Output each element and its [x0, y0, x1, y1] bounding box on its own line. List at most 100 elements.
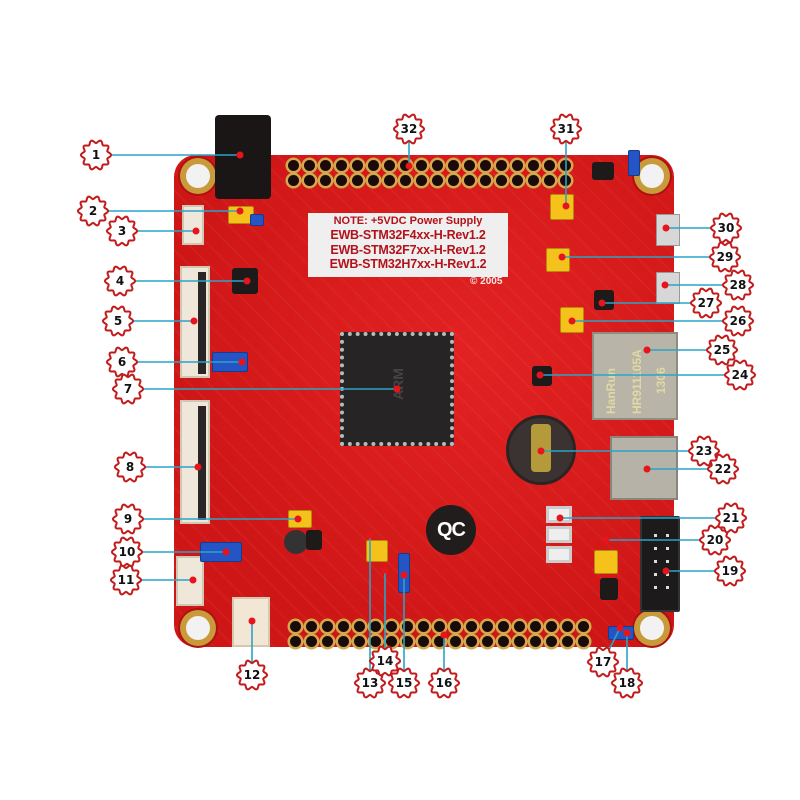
callout-badge-20[interactable]: 20 [698, 523, 732, 557]
callout-number: 4 [115, 274, 125, 288]
callout-badge-23[interactable]: 23 [687, 434, 721, 468]
scalloped-badge-icon [689, 287, 723, 319]
scalloped-badge-icon [549, 113, 583, 145]
callout-badge-17[interactable]: 17 [586, 645, 620, 679]
callout-badge-11[interactable]: 11 [109, 563, 143, 597]
callout-badge-5[interactable]: 5 [101, 304, 135, 338]
header-pin [448, 160, 459, 171]
note-model-h7: EWB-STM32H7xx-H-Rev1.2 [329, 257, 487, 271]
header-pin [546, 621, 557, 632]
callout-number: 18 [618, 676, 636, 690]
header-pin [322, 636, 333, 647]
scalloped-badge-icon [101, 305, 135, 337]
header-pin [306, 621, 317, 632]
callout-number: 25 [713, 343, 731, 357]
header-pin [496, 175, 507, 186]
callout-badge-22[interactable]: 22 [706, 452, 740, 486]
callout-badge-27[interactable]: 27 [689, 286, 723, 320]
header-pin [354, 636, 365, 647]
jtag-idc-connector [640, 516, 680, 612]
callout-badge-8[interactable]: 8 [113, 450, 147, 484]
callout-number: 17 [594, 655, 612, 669]
callout-number: 32 [400, 122, 418, 136]
callout-badge-16[interactable]: 16 [427, 666, 461, 700]
callout-number: 30 [717, 221, 735, 235]
header-pin [384, 175, 395, 186]
callout-badge-26[interactable]: 26 [721, 304, 755, 338]
header-pin [466, 621, 477, 632]
header-pin [514, 621, 525, 632]
header-pin [418, 636, 429, 647]
callout-badge-1[interactable]: 1 [79, 138, 113, 172]
callout-badge-32[interactable]: 32 [392, 112, 426, 146]
header-pin [530, 621, 541, 632]
callout-badge-12[interactable]: 12 [235, 658, 269, 692]
callout-badge-25[interactable]: 25 [705, 333, 739, 367]
header-pin [530, 636, 541, 647]
header-pin [290, 621, 301, 632]
callout-number: 24 [731, 368, 749, 382]
callout-badge-13[interactable]: 13 [353, 666, 387, 700]
scalloped-badge-icon [387, 667, 421, 699]
scalloped-badge-icon [105, 215, 139, 247]
header-pin [464, 175, 475, 186]
callout-number: 23 [695, 444, 713, 458]
header-pin [562, 636, 573, 647]
callout-badge-10[interactable]: 10 [110, 535, 144, 569]
callout-badge-14[interactable]: 14 [368, 644, 402, 678]
header-pin [512, 160, 523, 171]
callout-badge-28[interactable]: 28 [721, 268, 755, 302]
scalloped-badge-icon [709, 212, 743, 244]
callout-number: 3 [117, 224, 127, 238]
header-pin [434, 636, 445, 647]
qc-sticker: QC [426, 505, 476, 555]
callout-number: 6 [117, 355, 127, 369]
callout-badge-6[interactable]: 6 [105, 345, 139, 379]
ethernet-code: 1306 [654, 367, 668, 394]
inductor [284, 530, 308, 554]
jumper-9 [288, 510, 312, 528]
header-pin [432, 160, 443, 171]
callout-badge-21[interactable]: 21 [714, 501, 748, 535]
scalloped-badge-icon [705, 334, 739, 366]
copyright-label: © 2005 [470, 276, 503, 287]
callout-badge-2[interactable]: 2 [76, 194, 110, 228]
header-pin [498, 636, 509, 647]
callout-badge-3[interactable]: 3 [105, 214, 139, 248]
callout-number: 12 [243, 668, 261, 682]
callout-number: 16 [435, 676, 453, 690]
callout-number: 7 [123, 382, 133, 396]
mounting-hole-top-left [186, 164, 210, 188]
mounting-hole-top-right [640, 164, 664, 188]
callout-badge-30[interactable]: 30 [709, 211, 743, 245]
callout-number: 31 [557, 122, 575, 136]
callout-badge-19[interactable]: 19 [713, 554, 747, 588]
callout-badge-9[interactable]: 9 [111, 502, 145, 536]
header-pin [578, 621, 589, 632]
callout-badge-29[interactable]: 29 [708, 240, 742, 274]
note-power: NOTE: +5VDC Power Supply [333, 215, 483, 227]
callout-badge-31[interactable]: 31 [549, 112, 583, 146]
callout-badge-24[interactable]: 24 [723, 358, 757, 392]
callout-badge-18[interactable]: 18 [610, 666, 644, 700]
callout-badge-4[interactable]: 4 [103, 264, 137, 298]
callout-number: 19 [721, 564, 739, 578]
jumper-20 [594, 550, 618, 574]
header-pin [400, 160, 411, 171]
header-pin [498, 621, 509, 632]
header-pin [544, 175, 555, 186]
ethernet-rj45-jack: HanRun HR911105A 1306 [592, 332, 678, 420]
usb-connector-28 [656, 272, 680, 304]
jumper-boot [546, 248, 570, 272]
scalloped-badge-icon [708, 241, 742, 273]
blue-trimmer-small [250, 214, 264, 226]
header-pin [368, 175, 379, 186]
header-pin [368, 160, 379, 171]
header-pin [288, 160, 299, 171]
scalloped-badge-icon [110, 536, 144, 568]
user-key-2 [546, 526, 572, 543]
callout-badge-15[interactable]: 15 [387, 666, 421, 700]
callout-badge-7[interactable]: 7 [111, 372, 145, 406]
scalloped-badge-icon [714, 502, 748, 534]
callout-number: 1 [91, 148, 101, 162]
